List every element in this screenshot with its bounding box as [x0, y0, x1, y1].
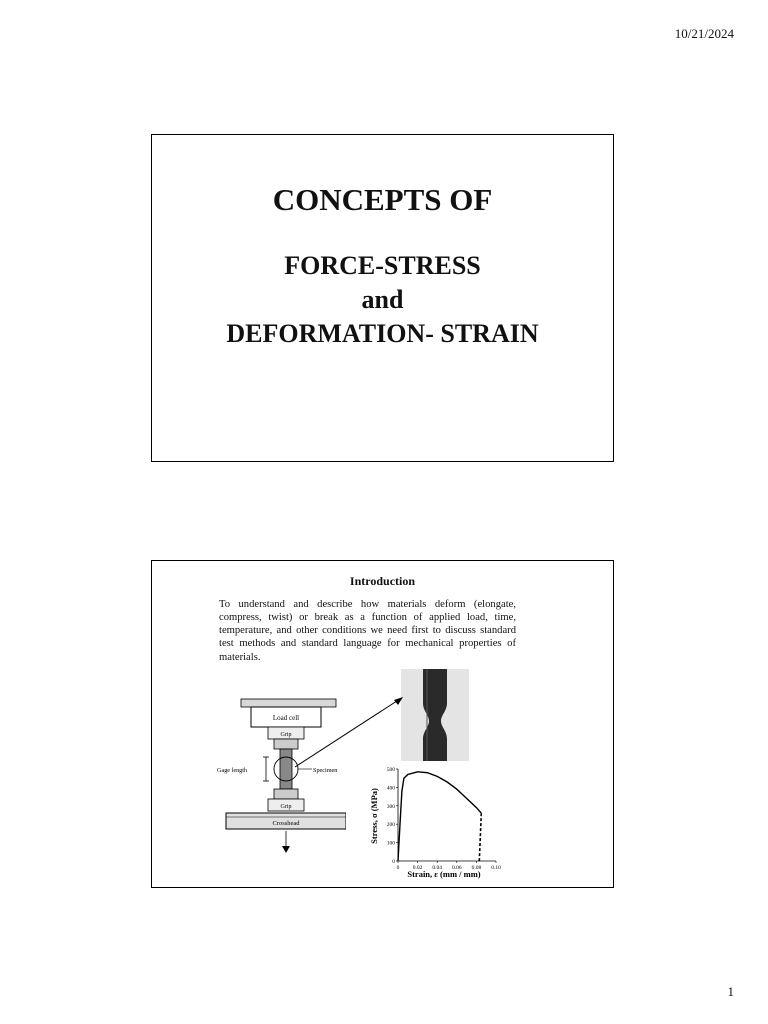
- fracture-line: [478, 813, 483, 862]
- x-tick-label: 0.06: [452, 865, 462, 871]
- slide-1-subtitle: FORCE-STRESS and DEFORMATION- STRAIN: [152, 249, 613, 350]
- y-tick-label: 0: [392, 859, 395, 865]
- y-tick-label: 100: [387, 841, 396, 847]
- x-tick-label: 0.08: [472, 865, 482, 871]
- stress-strain-curve: [397, 771, 482, 862]
- x-tick-label: 0: [397, 865, 400, 871]
- label-crosshead: Crosshead: [272, 820, 300, 827]
- tensile-test-machine-diagram: Load cell Grip Gage length Specimen Grip…: [217, 698, 346, 853]
- slide-1-heading: CONCEPTS OF: [272, 182, 493, 217]
- label-grip-bottom: Grip: [281, 804, 292, 810]
- date: 10/21/2024: [674, 26, 734, 41]
- y-tick-label: 400: [387, 785, 396, 791]
- y-tick-label: 300: [387, 804, 396, 810]
- subtitle-line-3: DEFORMATION- STRAIN: [226, 318, 539, 348]
- x-axis-label: Strain, ε (mm / mm): [407, 869, 480, 879]
- x-tick-label: 0.02: [413, 865, 423, 871]
- label-grip-top: Grip: [281, 732, 292, 738]
- slide-1-title: CONCEPTS OF FORCE-STRESS and DEFORMATION…: [151, 134, 614, 462]
- page-number: 1: [727, 984, 735, 999]
- label-gage-length: Gage length: [217, 767, 248, 774]
- necked-specimen-photo: [401, 669, 469, 761]
- label-load-cell: Load cell: [273, 714, 299, 722]
- y-tick-label: 500: [387, 767, 396, 773]
- x-tick-label: 0.04: [432, 865, 442, 871]
- slide-2-heading: Introduction: [349, 574, 416, 588]
- subtitle-line-2: and: [361, 284, 404, 314]
- stress-strain-chart: 0 0.02 0.04 0.06 0.08 0.10 0 100 200 300 400 500 St…: [369, 767, 501, 879]
- y-tick-label: 200: [387, 822, 396, 828]
- pointer-arrow: [294, 697, 403, 768]
- subtitle-line-1: FORCE-STRESS: [284, 251, 481, 281]
- label-specimen: Specimen: [313, 767, 337, 774]
- slide-2-introduction: Introduction To understand and describe …: [151, 560, 614, 888]
- slide-2-body-text: To understand and describe how materials…: [219, 599, 516, 663]
- y-axis-label: Stress, σ (MPa): [369, 788, 379, 844]
- x-tick-label: 0.10: [491, 865, 501, 871]
